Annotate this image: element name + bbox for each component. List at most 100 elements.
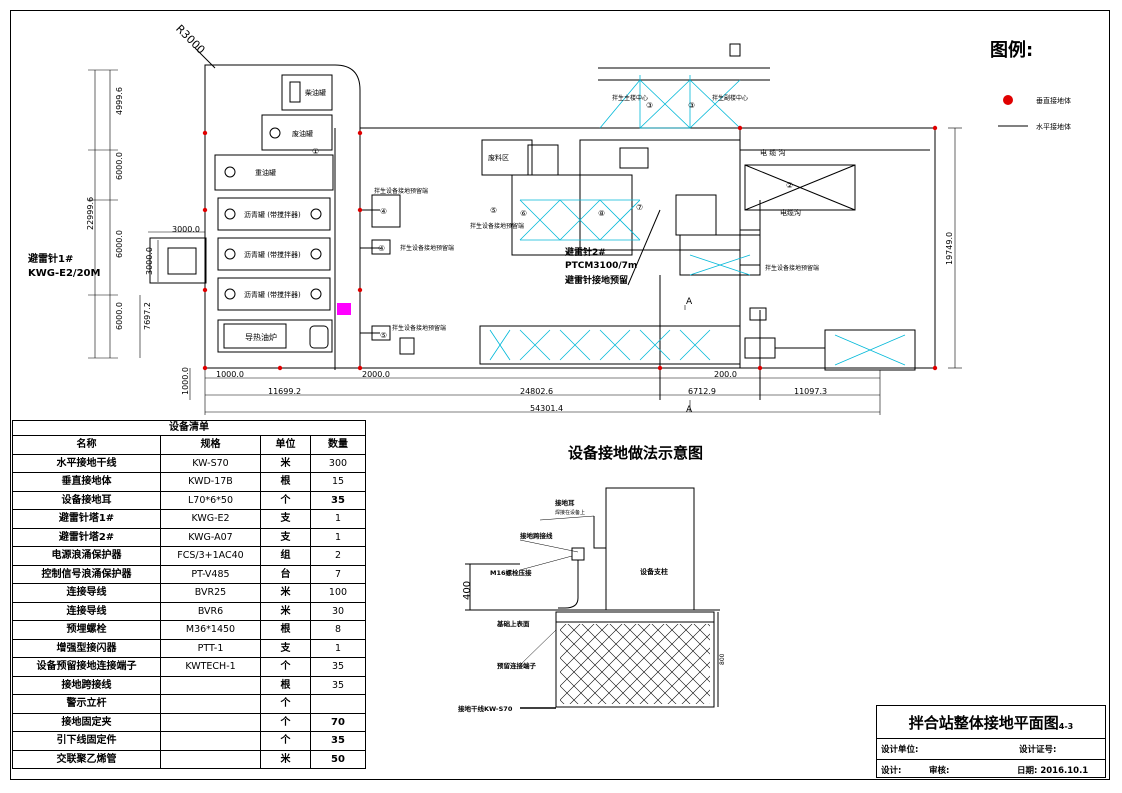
cell-qty: 8 <box>310 620 366 640</box>
asphalt-tank-2-label: 沥青罐 (带搅拌器) <box>244 250 301 259</box>
cell-name: 警示立杆 <box>12 694 161 714</box>
svg-text:②: ② <box>786 181 793 190</box>
svg-text:⑥: ⑥ <box>520 209 527 218</box>
cell-spec <box>160 731 261 751</box>
belt-conveyor <box>479 325 741 365</box>
svg-text:6000.0: 6000.0 <box>115 302 124 330</box>
svg-text:3000.0: 3000.0 <box>145 247 154 275</box>
section-mark-top: A <box>686 297 693 307</box>
cell-spec <box>160 694 261 714</box>
bolt-label: M16螺栓压接 <box>490 568 532 577</box>
cell-spec: KWTECH-1 <box>160 657 261 677</box>
cell-qty: 35 <box>310 675 366 695</box>
reviewer-label: 审核: <box>929 765 950 776</box>
svg-text:①: ① <box>312 147 319 156</box>
cell-unit: 米 <box>260 749 311 769</box>
svg-text:54301.4: 54301.4 <box>530 404 563 413</box>
cell-unit: 个 <box>260 490 311 510</box>
svg-text:11699.2: 11699.2 <box>268 387 301 396</box>
cell-qty: 1 <box>310 638 366 658</box>
sheet-number: 4-3 <box>1058 721 1074 731</box>
cell-spec: KW-S70 <box>160 453 261 473</box>
dimension-texts: 4999.6 6000.0 22999.6 6000.0 6000.0 7697… <box>86 87 954 413</box>
cell-name: 设备接地耳 <box>12 490 161 510</box>
equip-note-d: 拌生设备接地预留端 <box>470 222 524 230</box>
cell-name: 接地固定夹 <box>12 712 161 732</box>
cell-name: 设备预留接地连接端子 <box>12 657 161 677</box>
asphalt-tank-3 <box>217 277 331 311</box>
svg-text:24802.6: 24802.6 <box>520 387 553 396</box>
cell-unit: 米 <box>260 601 311 621</box>
equip-note-c: 拌生设备接地预留端 <box>392 324 446 332</box>
lightning-rod-2-note: 避雷针接地预留 <box>565 274 628 286</box>
cell-qty: 15 <box>310 472 366 492</box>
svg-text:1000.0: 1000.0 <box>216 370 244 379</box>
cell-spec: BVR25 <box>160 583 261 603</box>
svg-text:③: ③ <box>688 101 695 110</box>
waste-area-label: 废料区 <box>488 153 509 162</box>
cell-unit: 个 <box>260 731 311 751</box>
cell-name: 控制信号浪涌保护器 <box>12 564 161 584</box>
cyan-grounding-web <box>489 75 906 366</box>
jumper-label: 接地跨接线 <box>520 531 553 540</box>
cell-spec <box>160 749 261 769</box>
equip-note-b: 拌生设备接地预留端 <box>400 244 454 252</box>
cell-qty: 1 <box>310 509 366 529</box>
equipment-table-caption: 设备清单 <box>12 420 366 435</box>
svg-text:3000.0: 3000.0 <box>172 225 200 234</box>
svg-text:1000.0: 1000.0 <box>181 367 190 395</box>
surge-protector-marker <box>337 303 351 315</box>
cell-unit: 组 <box>260 546 311 566</box>
cell-qty: 70 <box>310 712 366 732</box>
svg-text:4999.6: 4999.6 <box>115 87 124 115</box>
cell-qty <box>310 694 366 714</box>
heavy-oil-tank <box>214 154 334 191</box>
date-label: 日期: 2016.10.1 <box>1017 765 1089 776</box>
cell-spec: KWD-17B <box>160 472 261 492</box>
sign-row: 设计: 审核: 日期: 2016.10.1 <box>877 760 1105 779</box>
sub-tower-label: 拌生副楼中心 <box>712 94 748 102</box>
furnace-label: 导热油炉 <box>245 332 277 342</box>
header-qty: 数量 <box>310 435 366 455</box>
cell-name: 接地跨接线 <box>12 675 161 695</box>
lightning-rod-1-model: KWG-E2/20M <box>28 268 100 279</box>
header-unit: 单位 <box>260 435 311 455</box>
cell-name: 连接导线 <box>12 601 161 621</box>
svg-text:200.0: 200.0 <box>714 370 737 379</box>
cell-qty: 100 <box>310 583 366 603</box>
waste-tank-label: 废油罐 <box>292 129 313 138</box>
designer-label: 设计: <box>881 765 902 776</box>
cell-name: 引下线固定件 <box>12 731 161 751</box>
asphalt-tank-1 <box>217 197 331 231</box>
design-unit-label: 设计单位: <box>881 745 919 755</box>
cell-name: 避雷针塔2# <box>12 527 161 547</box>
cell-unit: 支 <box>260 638 311 658</box>
waste-area <box>481 139 533 176</box>
radius-label: R3000 <box>173 22 207 56</box>
cell-name: 交联聚乙烯管 <box>12 749 161 769</box>
header-spec: 规格 <box>160 435 261 455</box>
cell-spec: FCS/3+1AC40 <box>160 546 261 566</box>
tank-compound-outline <box>204 64 361 369</box>
cert-no-label: 设计证号: <box>1019 745 1057 755</box>
cell-name: 电源浪涌保护器 <box>12 546 161 566</box>
foundation-hatch <box>560 624 710 704</box>
legend-title: 图例: <box>990 39 1033 61</box>
cell-qty: 7 <box>310 564 366 584</box>
svg-text:④: ④ <box>380 207 387 216</box>
gas-tank-label: 柴油罐 <box>305 88 326 97</box>
svg-text:⑧: ⑧ <box>598 209 605 218</box>
terminal-label: 预留连接端子 <box>497 661 537 670</box>
legend-vertical-label: 垂直接地体 <box>1036 96 1071 105</box>
legend-vertical-symbol <box>1003 95 1013 105</box>
header-name: 名称 <box>12 435 161 455</box>
